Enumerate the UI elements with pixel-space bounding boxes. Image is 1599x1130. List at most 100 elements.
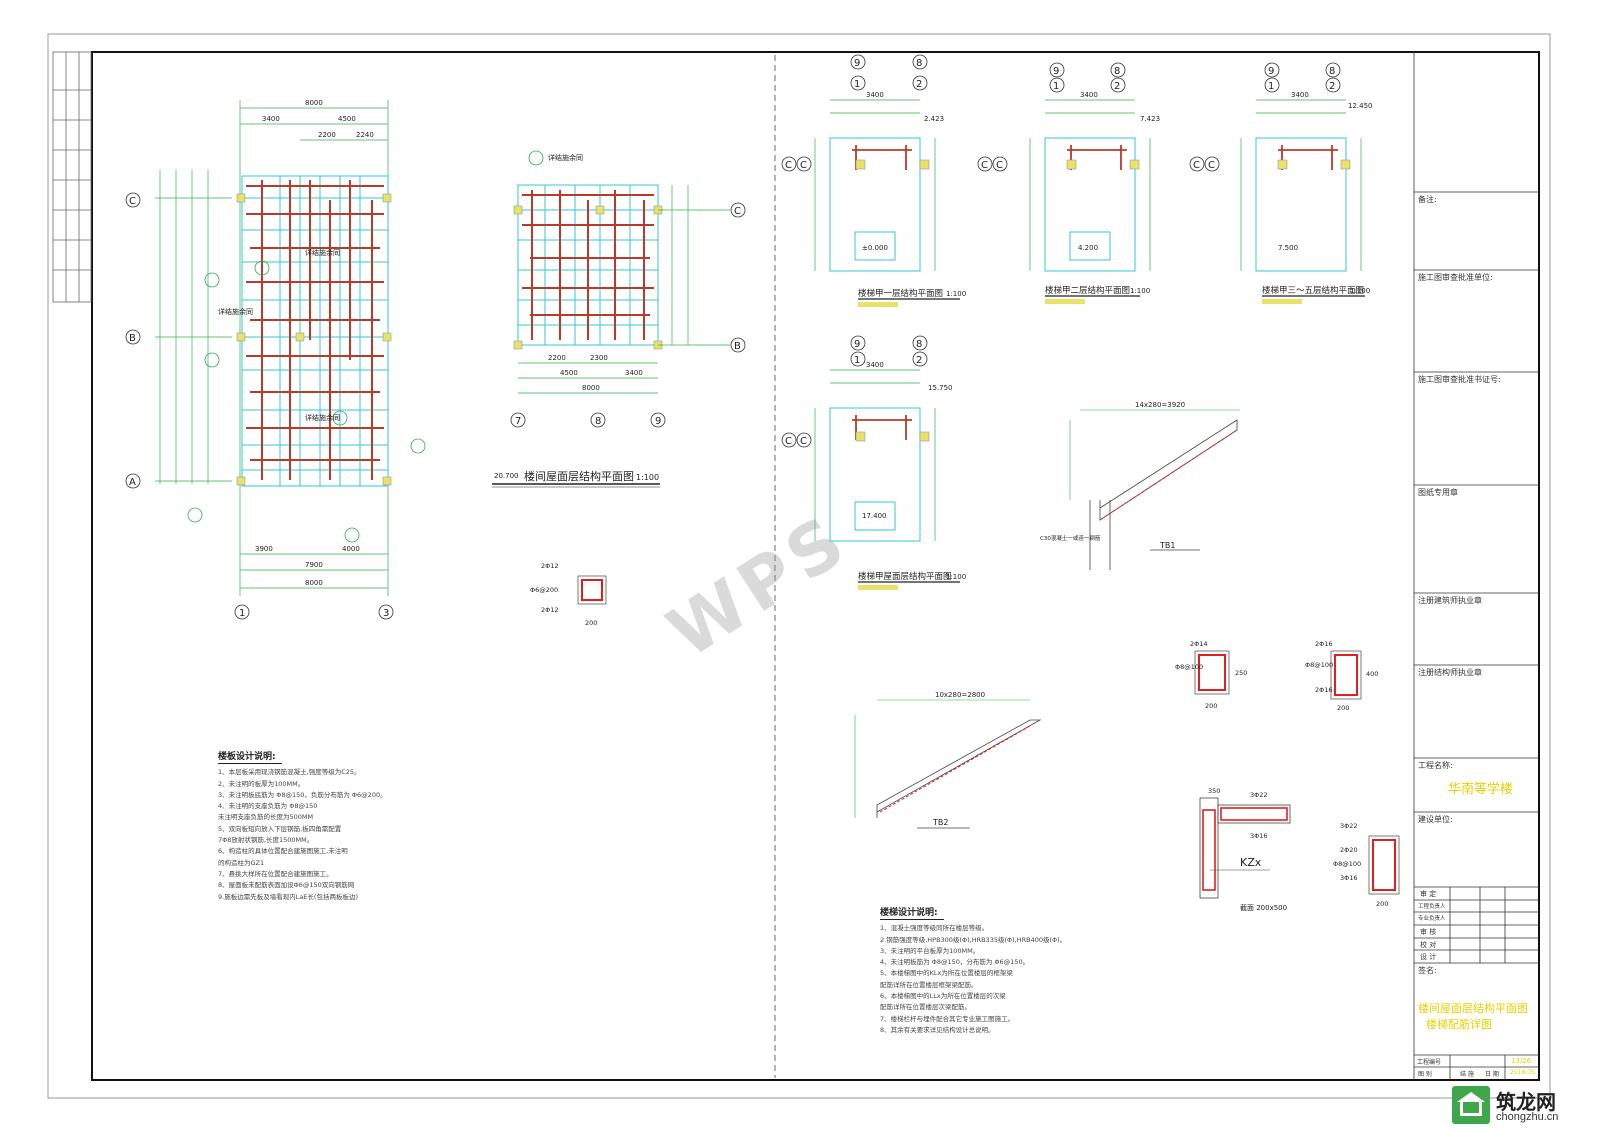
s4-w: 200 — [1376, 900, 1388, 908]
axis-a-label: A — [129, 477, 136, 488]
roof-note-2: 详结施余同 — [305, 413, 340, 422]
slab-note-0: 1、本层板采用现浇钢筋混凝土,强度等级为C25。 — [218, 768, 361, 777]
s2-bars-top: 2Φ14 — [1190, 640, 1208, 648]
stair-roof-title: 楼间屋面层结构平面图 — [524, 469, 634, 483]
stair4-axis-c: C — [785, 436, 792, 447]
s2-h: 250 — [1235, 669, 1247, 677]
roof-dim-4500: 4500 — [338, 115, 356, 123]
s3-w: 200 — [1337, 704, 1349, 712]
tb2-label: TB2 — [932, 818, 948, 827]
stair-roof-dim-8000: 8000 — [582, 384, 600, 392]
s1-stirrup: Φ6@200 — [530, 586, 558, 594]
stair4-axis-1: 1 — [854, 355, 860, 366]
kzx-label: KZx — [1240, 856, 1262, 869]
stair-notes-title: 楼梯设计说明: — [880, 908, 944, 921]
slab-note-1: 2、未注明的板厚为100MM。 — [218, 779, 305, 788]
roof-dim-2240: 2240 — [356, 131, 374, 139]
stair-note-6: 6、本楼梯图中的LLx为所在位置楼层的次梁 — [880, 992, 1006, 1001]
s2-w: 200 — [1205, 702, 1217, 710]
stair-note-2: 3、未注明的平台板厚为100MM。 — [880, 946, 980, 955]
tb-footer-2: 日 期 — [1485, 1071, 1499, 1078]
stair1-dim: 3400 — [866, 91, 884, 99]
roof-dim-total: 8000 — [305, 99, 323, 107]
section-kzx — [1199, 797, 1291, 899]
stair-roof-dim-3400: 3400 — [625, 369, 643, 377]
stair3-scale: 1:100 — [1350, 287, 1370, 295]
stair1-axis-c2: C — [800, 160, 807, 171]
tb-sheet-no: 13/26 — [1511, 1057, 1532, 1065]
tb1-label: TB1 — [1159, 541, 1175, 550]
s2-stirrup: Φ8@100 — [1175, 663, 1203, 671]
stair-roof-dim-4500: 4500 — [560, 369, 578, 377]
tb-seal: 图纸专用章 — [1418, 488, 1458, 497]
logo-text: 筑龙网 — [1496, 1090, 1556, 1114]
s1-bars-bot: 2Φ12 — [541, 606, 559, 614]
s3-bars-top: 2Φ16 — [1315, 640, 1333, 648]
s1-w: 200 — [585, 619, 597, 627]
stair4-scale: 1:100 — [946, 573, 966, 581]
title-block — [1413, 52, 1539, 1080]
stair-roof-dim-2300: 2300 — [590, 354, 608, 362]
stair1-axis-9: 9 — [854, 58, 860, 69]
left-strip — [52, 51, 92, 303]
stair-notes: 楼梯设计说明: 1、混凝土强度等级同所在楼层等级。 2.钢筋强度等级,HPB30… — [880, 908, 1120, 1036]
stair2-title: 楼梯甲二层结构平面图 — [1045, 285, 1130, 296]
s4-bars-bot: 3Φ16 — [1340, 874, 1358, 882]
tb-arch-seal: 注册建筑师执业章 — [1418, 596, 1482, 605]
roof-dim-4000: 4000 — [342, 545, 360, 553]
stair4-axis-9: 9 — [854, 339, 860, 350]
stair3-axis-1: 1 — [1268, 81, 1274, 92]
axis-c-label: C — [129, 196, 136, 207]
tb-role-4: 校 对 — [1420, 941, 1437, 949]
axis-7-label: 7 — [515, 416, 521, 427]
roof-dim-3900: 3900 — [255, 545, 273, 553]
stair-note-0: 1、混凝土强度等级同所在楼层等级。 — [880, 924, 989, 933]
tb-footer-1: 结 施 — [1460, 1071, 1474, 1078]
stair1-axis-2: 2 — [916, 79, 922, 90]
stair4-axis-8: 8 — [916, 339, 922, 350]
stair2-axis-c: C — [981, 160, 988, 171]
slab-note-7: 6、构造柱的具体位置配合建施图施工,未注明 — [218, 847, 348, 856]
tb-client-label: 建设单位: — [1418, 815, 1453, 824]
stair3-title: 楼梯甲三～五层结构平面图 — [1262, 285, 1364, 296]
roof-plan — [125, 100, 426, 620]
stair3-axis-9: 9 — [1268, 66, 1274, 77]
roof-dim-8000b: 8000 — [305, 579, 323, 587]
s4-bars-top: 3Φ22 — [1340, 822, 1358, 830]
stair2-top-level: 7.423 — [1140, 115, 1160, 123]
stair1-level: ±0.000 — [862, 244, 888, 252]
roof-note-3: 详结施余同 — [218, 307, 253, 316]
axis-c2-label: C — [734, 206, 741, 217]
kzx-bars-bot: 3Φ16 — [1250, 832, 1268, 840]
stair-roof-scale: 1:100 — [636, 473, 659, 482]
axis-9-label: 9 — [655, 416, 661, 427]
stair2-scale: 1:100 — [1130, 287, 1150, 295]
slab-note-10: 8、屋面板未配筋表面加设Φ6@150双向钢筋网 — [218, 881, 355, 890]
tb-footer-0: 图 别 — [1418, 1071, 1432, 1078]
stair3-axis-c2: C — [1208, 160, 1215, 171]
tb-struct-seal: 注册结构师执业章 — [1418, 668, 1482, 677]
section-s3 — [1330, 650, 1362, 700]
tb1-note: C30混凝土一或连一钢筋 — [1040, 534, 1101, 542]
slab-note-2: 3、未注明板底筋为 Φ8@150，负筋分布筋为 Φ6@200。 — [218, 790, 387, 799]
section-s2 — [1194, 650, 1230, 695]
stair-note-5: 配筋详所在位置楼层框架梁配筋。 — [880, 980, 978, 989]
logo-site: chongzhu.cn — [1496, 1111, 1559, 1123]
stair3-axis-c: C — [1193, 160, 1200, 171]
stair1-axis-c: C — [785, 160, 792, 171]
tb-project-label: 工程名称: — [1418, 761, 1453, 770]
stair2-level: 4.200 — [1078, 244, 1098, 252]
stair4-dim: 3400 — [866, 361, 884, 369]
tb-remark: 备注: — [1418, 195, 1437, 204]
stair4-top-level: 15.750 — [928, 384, 953, 392]
roof-dim-2200: 2200 — [318, 131, 336, 139]
tb1-dim-h: 14x280=3920 — [1135, 401, 1185, 409]
section-s4 — [1368, 835, 1400, 895]
stair3-dim: 3400 — [1291, 91, 1309, 99]
axis-3-label: 3 — [383, 608, 389, 619]
s4-bars-mid: 2Φ20 — [1340, 846, 1358, 854]
axis-b2-label: B — [734, 341, 741, 352]
slab-note-6: 7Φ8放射状钢筋,长度1500MM。 — [218, 836, 314, 845]
tb-role-2: 专业负责人 — [1418, 916, 1446, 922]
